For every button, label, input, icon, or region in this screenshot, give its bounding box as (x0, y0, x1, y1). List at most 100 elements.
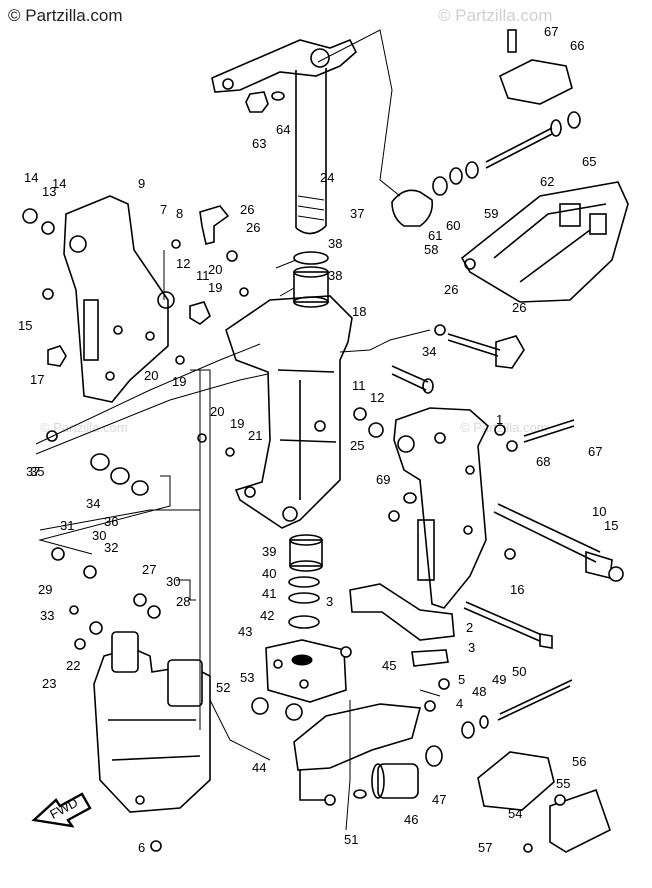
callout-54: 54 (508, 806, 522, 821)
callout-63: 63 (252, 136, 266, 151)
callout-11: 11 (196, 268, 210, 283)
callout-36: 36 (104, 514, 118, 529)
callout-3: 3 (468, 640, 475, 655)
callout-28: 28 (176, 594, 190, 609)
left-fasteners (22, 208, 518, 852)
upper-mount-parts (391, 29, 581, 227)
callout-45: 45 (382, 658, 396, 673)
callout-16: 16 (510, 582, 524, 597)
tilt-tube (493, 503, 624, 582)
steering-shaft (295, 68, 327, 235)
callout-20: 20 (144, 368, 158, 383)
callout-52: 52 (216, 680, 230, 695)
callout-50: 50 (512, 664, 526, 679)
callout-30: 30 (92, 528, 106, 543)
callout-17: 17 (30, 372, 44, 387)
callout-58: 58 (424, 242, 438, 257)
callout-26: 26 (512, 300, 526, 315)
steering-arm (211, 38, 357, 93)
callout-69: 69 (376, 472, 390, 487)
callout-3: 3 (326, 594, 333, 609)
callout-38: 38 (328, 236, 342, 251)
callout-26: 26 (246, 220, 260, 235)
callout-67: 67 (588, 444, 602, 459)
callout-35: 35 (30, 464, 44, 479)
callout-10: 10 (592, 504, 606, 519)
lower-bushings (288, 534, 323, 629)
rear-mount-parts (461, 679, 611, 853)
callout-5: 5 (458, 672, 465, 687)
callout-60: 60 (446, 218, 460, 233)
callout-15: 15 (18, 318, 32, 333)
damper-44 (353, 745, 443, 799)
callout-65: 65 (582, 154, 596, 169)
callout-34: 34 (422, 344, 436, 359)
nut-washer-61-62 (245, 91, 285, 113)
callout-47: 47 (432, 792, 446, 807)
callout-66: 66 (570, 38, 584, 53)
callout-40: 40 (262, 566, 276, 581)
bolt-66 (523, 419, 575, 443)
fwd-arrow: FWD (31, 792, 92, 828)
callout-44: 44 (252, 760, 266, 775)
callout-14: 14 (24, 170, 38, 185)
callout-46: 46 (404, 812, 418, 827)
right-clamp-bracket (393, 407, 489, 609)
callout-53: 53 (240, 670, 254, 685)
callout-62: 62 (540, 174, 554, 189)
callout-31: 31 (60, 518, 74, 533)
callout-19: 19 (230, 416, 244, 431)
bolt-16 (463, 601, 553, 649)
callout-57: 57 (478, 840, 492, 855)
callout-43: 43 (238, 624, 252, 639)
callout-51: 51 (344, 832, 358, 847)
callout-19: 19 (172, 374, 186, 389)
callout-41: 41 (262, 586, 276, 601)
callout-30: 30 (166, 574, 180, 589)
callout-38: 38 (328, 268, 342, 283)
callout-12: 12 (176, 256, 190, 271)
callout-4: 4 (456, 696, 463, 711)
watermark-right: © Partzilla.com (438, 6, 553, 25)
callout-13: 13 (42, 184, 56, 199)
callout-49: 49 (492, 672, 506, 687)
engine-mount-plate (460, 181, 629, 303)
callout-22: 22 (66, 658, 80, 673)
callout-2: 2 (466, 620, 473, 635)
callout-1: 1 (496, 412, 503, 427)
callout-8: 8 (176, 206, 183, 221)
callout-11: 11 (352, 378, 366, 393)
watermark-left: © Partzilla.com (8, 6, 123, 25)
callout-32: 32 (104, 540, 118, 555)
callout-59: 59 (484, 206, 498, 221)
callout-34: 34 (86, 496, 100, 511)
callout-26: 26 (240, 202, 254, 217)
callout-12: 12 (370, 390, 384, 405)
callout-48: 48 (472, 684, 486, 699)
callout-37: 37 (26, 464, 40, 479)
callout-27: 27 (142, 562, 156, 577)
callout-64: 64 (276, 122, 290, 137)
callout-39: 39 (262, 544, 276, 559)
callout-61: 61 (428, 228, 442, 243)
callout-7: 7 (160, 202, 167, 217)
callout-14: 14 (52, 176, 66, 191)
callout-56: 56 (572, 754, 586, 769)
callout-25: 25 (350, 438, 364, 453)
callout-29: 29 (38, 582, 52, 597)
lower-casing (293, 703, 422, 801)
lower-mount-41 (265, 639, 347, 703)
callout-33: 33 (40, 608, 54, 623)
trim-link (199, 205, 525, 369)
pin-32 (391, 365, 434, 394)
callout-24: 24 (320, 170, 334, 185)
fwd-label: FWD (47, 795, 80, 822)
lower-mount-bracket (349, 583, 455, 667)
callout-20: 20 (208, 262, 222, 277)
tilt-motor-assembly (93, 631, 211, 813)
callout-55: 55 (556, 776, 570, 791)
callout-20: 20 (210, 404, 224, 419)
